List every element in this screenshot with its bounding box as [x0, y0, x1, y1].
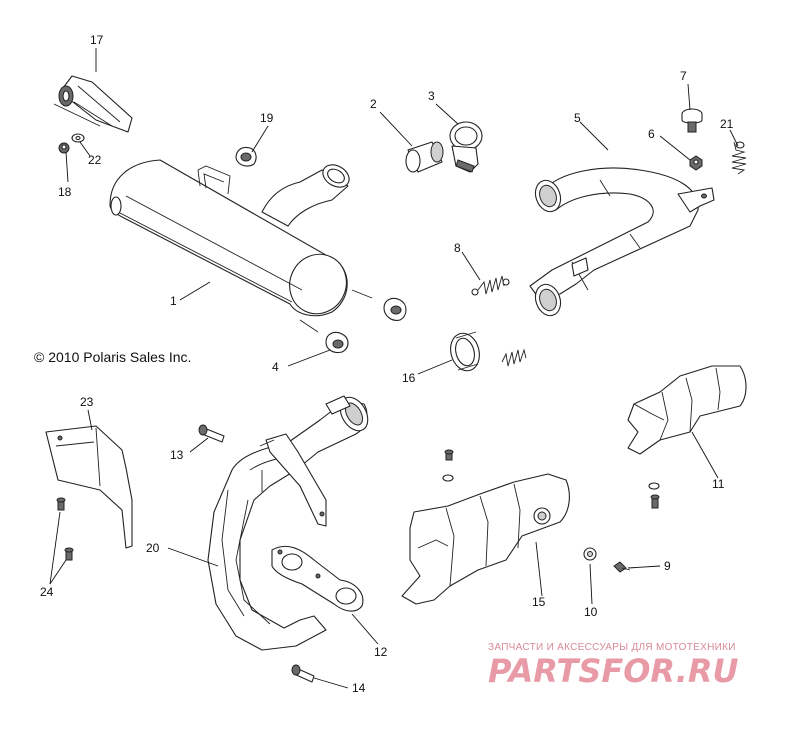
callout-14: 14 — [352, 681, 366, 695]
part-1-muffler — [109, 159, 373, 333]
copyright-notice: © 2010 Polaris Sales Inc. — [34, 349, 191, 365]
spring-16 — [501, 348, 527, 367]
callout-2: 2 — [370, 97, 377, 111]
part-19-grommet — [235, 146, 257, 167]
part-11-heat-shield — [627, 365, 747, 455]
part-4-grommet — [325, 297, 407, 354]
part-14-bolt — [291, 664, 315, 683]
part-20-header-pipe — [207, 395, 369, 651]
callout-9: 9 — [664, 559, 671, 573]
callout-13: 13 — [170, 448, 184, 462]
callout-12: 12 — [374, 645, 388, 659]
callout-16: 16 — [402, 371, 416, 385]
callout-24: 24 — [40, 585, 54, 599]
callout-17: 17 — [90, 33, 104, 47]
part-24-screws — [56, 497, 74, 561]
part-8-spring — [471, 275, 510, 296]
callout-23: 23 — [80, 395, 94, 409]
part-21-spring — [731, 141, 747, 175]
callout-15: 15 — [532, 595, 546, 609]
part-3-clamp — [449, 121, 483, 173]
callout-labels: 17 1 2 3 4 5 6 7 8 9 10 11 12 13 14 15 1… — [40, 33, 734, 695]
part-9-screw — [613, 561, 631, 573]
part-18-screw — [58, 142, 70, 154]
callout-20: 20 — [146, 541, 160, 555]
part-10-washer — [583, 547, 597, 561]
part-23-bracket — [45, 425, 133, 549]
part-13-bolt — [198, 424, 225, 443]
callout-7: 7 — [680, 69, 687, 83]
watermark-tagline: ЗАПЧАСТИ И АКСЕССУАРЫ ДЛЯ МОТОТЕХНИКИ — [488, 642, 736, 653]
callout-8: 8 — [454, 241, 461, 255]
callout-19: 19 — [260, 111, 274, 125]
part-2-seal — [405, 141, 444, 173]
part-17-spark-arrestor — [53, 75, 133, 133]
callout-22: 22 — [88, 153, 102, 167]
part-22-washer — [71, 133, 85, 143]
callout-6: 6 — [648, 127, 655, 141]
callout-1: 1 — [170, 294, 177, 308]
part-6-nut — [689, 155, 703, 171]
watermark: ЗАПЧАСТИ И АКСЕССУАРЫ ДЛЯ МОТОТЕХНИКИ PA… — [488, 642, 738, 690]
callout-10: 10 — [584, 605, 598, 619]
part-16-seal — [450, 331, 480, 372]
part-15-heat-shield — [401, 473, 570, 605]
callout-21: 21 — [720, 117, 734, 131]
part-11-hardware — [648, 482, 660, 509]
callout-18: 18 — [58, 185, 72, 199]
part-7-grommet — [681, 108, 703, 133]
part-15-bolt — [442, 449, 454, 482]
callout-5: 5 — [574, 111, 581, 125]
watermark-brand: PARTSFOR.RU — [488, 652, 738, 690]
part-12-gasket — [271, 545, 364, 612]
callout-11: 11 — [712, 477, 725, 491]
part-5-head-pipe — [529, 167, 715, 317]
leader-lines — [49, 48, 739, 689]
callout-4: 4 — [272, 360, 279, 374]
callout-3: 3 — [428, 89, 435, 103]
